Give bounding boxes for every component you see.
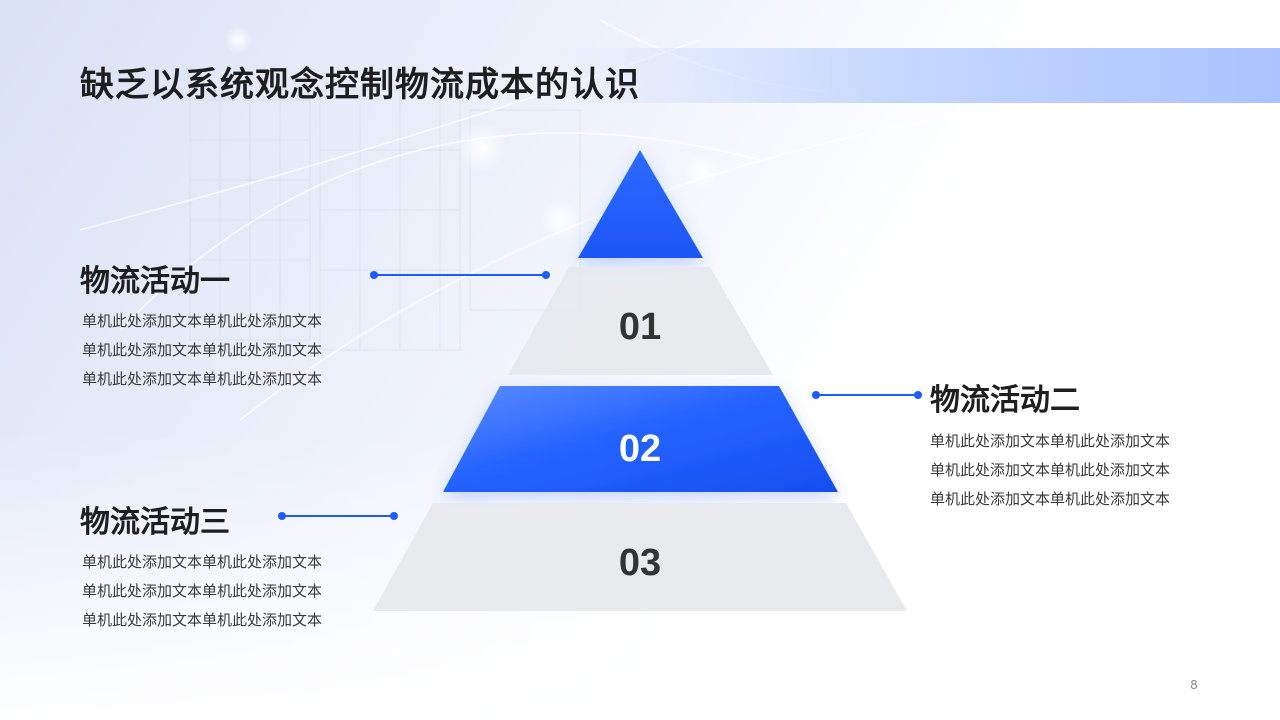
activity-3-line-3: 单机此处添加文本单机此处添加文本 [82,611,323,629]
activity-2-line-2: 单机此处添加文本单机此处添加文本 [930,461,1171,479]
activity-1-line-1: 单机此处添加文本单机此处添加文本 [82,312,323,330]
activity-3-description: 单机此处添加文本单机此处添加文本 单机此处添加文本单机此处添加文本 单机此处添加… [82,548,322,635]
page-title: 缺乏以系统观念控制物流成本的认识 [80,65,640,105]
title-band [560,48,1280,103]
pyramid-tier-01 [508,267,773,375]
activity-2-title: 物流活动二 [930,383,1080,418]
activity-2-line-1: 单机此处添加文本单机此处添加文本 [930,432,1171,450]
activity-3-connector-dot-start [278,512,286,520]
activity-2-description: 单机此处添加文本单机此处添加文本 单机此处添加文本单机此处添加文本 单机此处添加… [930,427,1170,514]
activity-1-connector [374,274,546,276]
tier-number-02: 02 [618,428,662,470]
activity-3-line-2: 单机此处添加文本单机此处添加文本 [82,582,323,600]
activity-1-title: 物流活动一 [80,264,230,299]
activity-3-title: 物流活动三 [80,505,230,540]
page-number: 8 [1190,678,1198,692]
activity-1-connector-dot-start [370,271,378,279]
activity-3-connector-dot-end [390,512,398,520]
activity-3-connector [282,515,394,517]
activity-2-connector-dot-start [812,391,820,399]
pyramid-apex [578,150,703,258]
activity-1-line-3: 单机此处添加文本单机此处添加文本 [82,370,323,388]
activity-2-connector [816,394,918,396]
tier-number-01: 01 [618,306,662,348]
activity-3-line-1: 单机此处添加文本单机此处添加文本 [82,553,323,571]
tier-number-03: 03 [618,542,662,584]
activity-1-description: 单机此处添加文本单机此处添加文本 单机此处添加文本单机此处添加文本 单机此处添加… [82,307,322,394]
pyramid-tier-02 [443,386,838,492]
pyramid-tier-03 [373,503,907,611]
activity-2-line-3: 单机此处添加文本单机此处添加文本 [930,490,1171,508]
activity-1-line-2: 单机此处添加文本单机此处添加文本 [82,341,323,359]
activity-1-connector-dot-end [542,271,550,279]
activity-2-connector-dot-end [914,391,922,399]
